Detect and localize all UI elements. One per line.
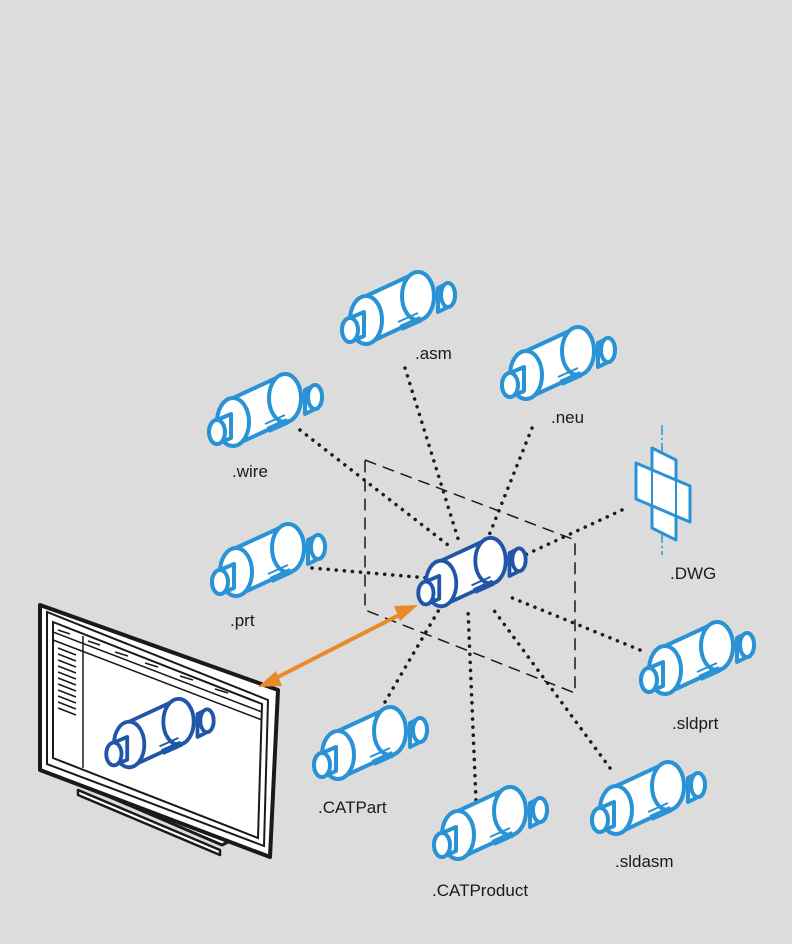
dwg-drawing-icon: [634, 425, 692, 555]
connectors: [298, 366, 642, 802]
part-icon-sldasm: [590, 760, 707, 836]
dashed-plane: [364, 458, 576, 695]
part-icon-prt: [210, 522, 327, 598]
connector-prt: [310, 566, 430, 580]
label-neu: .neu: [551, 408, 585, 427]
connector-neu: [486, 426, 534, 540]
part-icon-catproduct: [432, 785, 549, 861]
label-sldprt: .sldprt: [672, 714, 719, 733]
part-icon-neu: [500, 325, 617, 401]
connector-sldprt: [503, 593, 642, 652]
connector-dwg: [523, 508, 624, 557]
label-sldasm: .sldasm: [615, 852, 674, 871]
central-part-icon: [416, 536, 528, 609]
connector-catproduct: [466, 608, 478, 802]
connector-asm: [403, 366, 462, 547]
connector-sldasm: [488, 603, 612, 770]
label-wire: .wire: [232, 462, 268, 481]
label-dwg: .DWG: [670, 564, 717, 583]
sync-arrow: [258, 605, 418, 687]
part-icon-asm: [340, 270, 457, 346]
monitor-icon: [38, 603, 280, 859]
label-asm: .asm: [415, 344, 452, 363]
connector-wire: [298, 428, 450, 547]
part-icon-sldprt: [639, 620, 756, 696]
label-catpart: .CATPart: [318, 798, 387, 817]
label-catproduct: .CATProduct: [432, 881, 529, 900]
part-icon-catpart: [312, 705, 429, 781]
connector-catpart: [383, 606, 442, 704]
label-prt: .prt: [230, 611, 255, 630]
